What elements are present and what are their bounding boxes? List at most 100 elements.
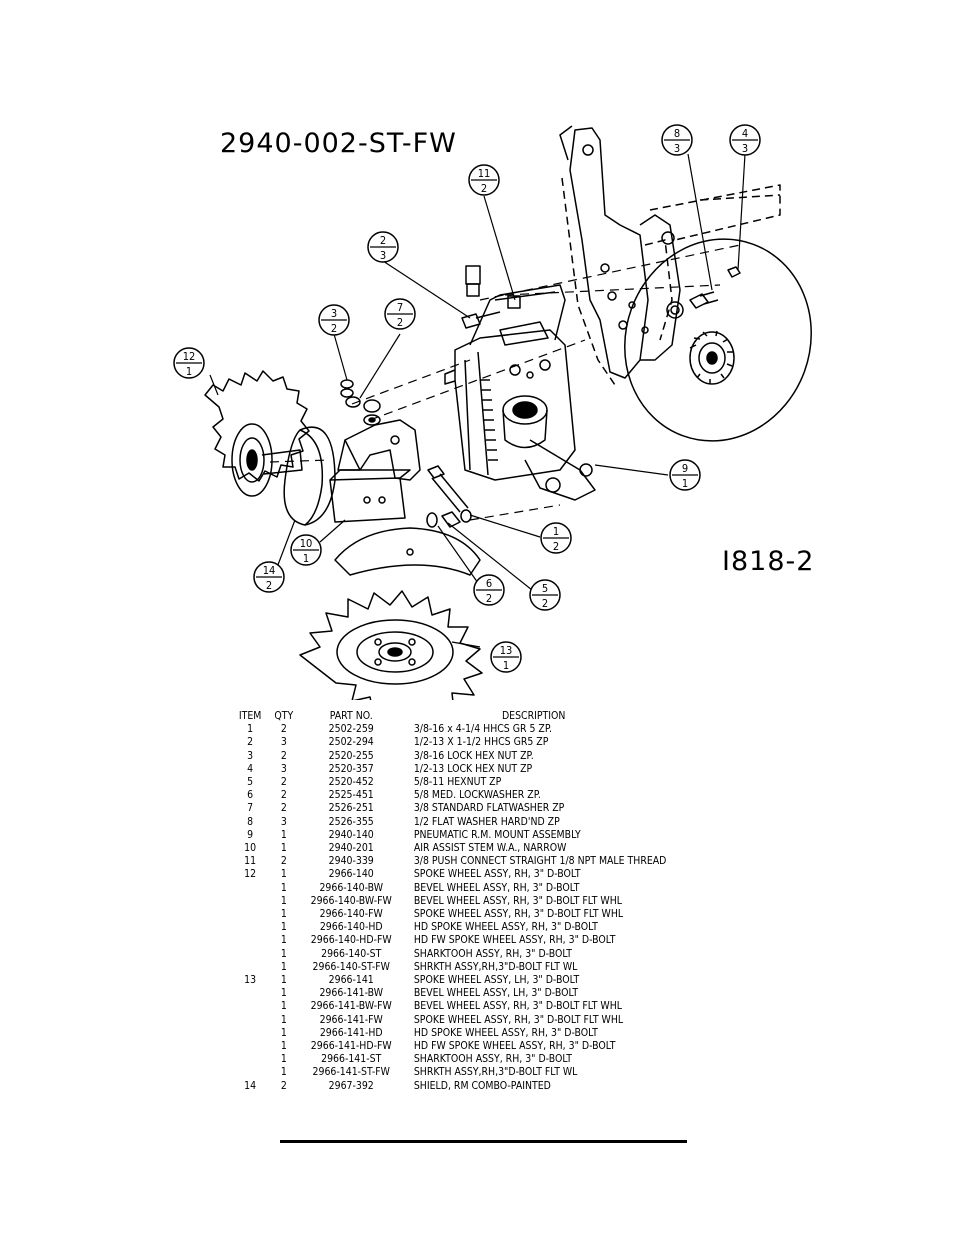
cell-part-no: 2967-392: [328, 1080, 374, 1092]
mounting-shank: [559, 125, 781, 386]
cell-qty: 1: [280, 882, 287, 894]
cell-qty: 2: [280, 724, 287, 736]
cell-qty: 1: [280, 1067, 287, 1079]
cell-qty: 1: [280, 895, 287, 907]
cell-part-no: 2966-141-ST-FW: [312, 1067, 390, 1079]
cell-part-no: 2526-251: [328, 803, 374, 815]
cell-item: [234, 921, 266, 934]
cell-description: SHARKTOOH ASSY, RH, 3" D-BOLT: [413, 948, 573, 960]
cell-qty: 1: [280, 935, 287, 947]
balloon-item-1: 12: [540, 522, 572, 554]
cell-description: 3/8 STANDARD FLATWASHER ZP: [413, 803, 565, 815]
cell-qty: 3: [280, 737, 287, 749]
cell-part-no: 2966-140-ST: [321, 948, 382, 960]
cell-part-no: 2526-355: [328, 816, 374, 828]
cell-qty: 2: [280, 777, 287, 789]
cell-part-no: 2525-451: [328, 790, 374, 802]
cell-description: BEVEL WHEEL ASSY, RH, 3" D-BOLT FLT WHL: [413, 1001, 622, 1013]
balloon-quantity: 1: [303, 552, 309, 565]
cell-part-no: 2966-140-BW: [319, 882, 383, 894]
cell-description: SPOKE WHEEL ASSY, LH, 3" D-BOLT: [413, 975, 580, 987]
cell-item: 11: [244, 856, 257, 868]
balloon-item-number: 7: [397, 301, 403, 314]
balloon-item-number: 2: [380, 234, 386, 247]
cell-part-no: 2966-140-FW: [319, 909, 383, 921]
balloon-item-number: 8: [674, 127, 680, 140]
cell-qty: 1: [280, 948, 287, 960]
table-row: 6 2 2525-451 5/8 MED. LOCKWASHER ZP.: [234, 789, 666, 802]
cell-item: 1: [247, 724, 254, 736]
cell-qty: 1: [280, 922, 287, 934]
cell-part-no: 2966-140: [328, 869, 374, 881]
figure-number-label: I818-2: [722, 546, 815, 577]
cell-item: 4: [247, 763, 254, 775]
cell-part-no: 2966-141: [328, 975, 374, 987]
spoke-wheel-item-12: [204, 370, 310, 497]
cell-qty: 1: [280, 1041, 287, 1053]
cell-item: 14: [244, 1080, 257, 1092]
cell-item: [234, 895, 266, 908]
cell-qty: 1: [280, 869, 287, 881]
balloon-item-7: 72: [384, 298, 416, 330]
balloon-quantity: 2: [331, 322, 337, 335]
cell-part-no: 2502-294: [328, 737, 374, 749]
balloon-item-number: 4: [742, 127, 748, 140]
cell-qty: 1: [280, 1054, 287, 1066]
balloon-item-13: 131: [490, 641, 522, 673]
cell-item: [234, 1000, 266, 1013]
cell-part-no: 2966-141-HD: [319, 1027, 383, 1039]
coulter-disc-blade: [624, 238, 812, 442]
cell-description: SHRKTH ASSY,RH,3"D-BOLT FLT WL: [413, 961, 578, 973]
cell-item: 10: [244, 843, 257, 855]
cell-item: [234, 908, 266, 921]
shield-item-14: [283, 426, 336, 526]
cell-item: 6: [247, 790, 254, 802]
cell-item: 9: [247, 829, 254, 841]
balloon-item-6: 62: [473, 574, 505, 606]
cell-description: SPOKE WHEEL ASSY, RH, 3" D-BOLT: [413, 869, 581, 881]
cell-item: 13: [244, 975, 257, 987]
cell-qty: 2: [280, 790, 287, 802]
balloon-item-4: 43: [729, 124, 761, 156]
cell-item: 7: [247, 803, 254, 815]
cell-qty: 1: [280, 1027, 287, 1039]
lower-shield: [334, 527, 481, 576]
cell-description: 1/2-13 X 1-1/2 HHCS GR5 ZP: [413, 737, 549, 749]
cell-description: HD FW SPOKE WHEEL ASSY, RH, 3" D-BOLT: [413, 1041, 616, 1053]
cell-item: [234, 1040, 266, 1053]
balloon-item-number: 13: [500, 644, 513, 657]
cell-item: [234, 882, 266, 895]
cell-part-no: 2966-141-ST: [321, 1054, 382, 1066]
cell-item: 8: [247, 816, 254, 828]
cell-part-no: 2966-140-BW-FW: [310, 895, 392, 907]
balloon-item-3: 32: [318, 304, 350, 336]
cell-part-no: 2502-259: [328, 724, 374, 736]
cell-item: [234, 1066, 266, 1079]
cell-qty: 3: [280, 816, 287, 828]
cell-part-no: 2966-141-HD-FW: [310, 1041, 392, 1053]
spoke-wheel-item-13: [299, 590, 483, 700]
cell-item: 2: [247, 737, 254, 749]
footer-rule: [280, 1140, 687, 1143]
cell-description: 5/8 MED. LOCKWASHER ZP.: [413, 790, 541, 802]
balloon-item-10: 101: [290, 534, 322, 566]
balloon-item-number: 12: [183, 350, 196, 363]
pneumatic-mount-assembly: [444, 265, 596, 501]
